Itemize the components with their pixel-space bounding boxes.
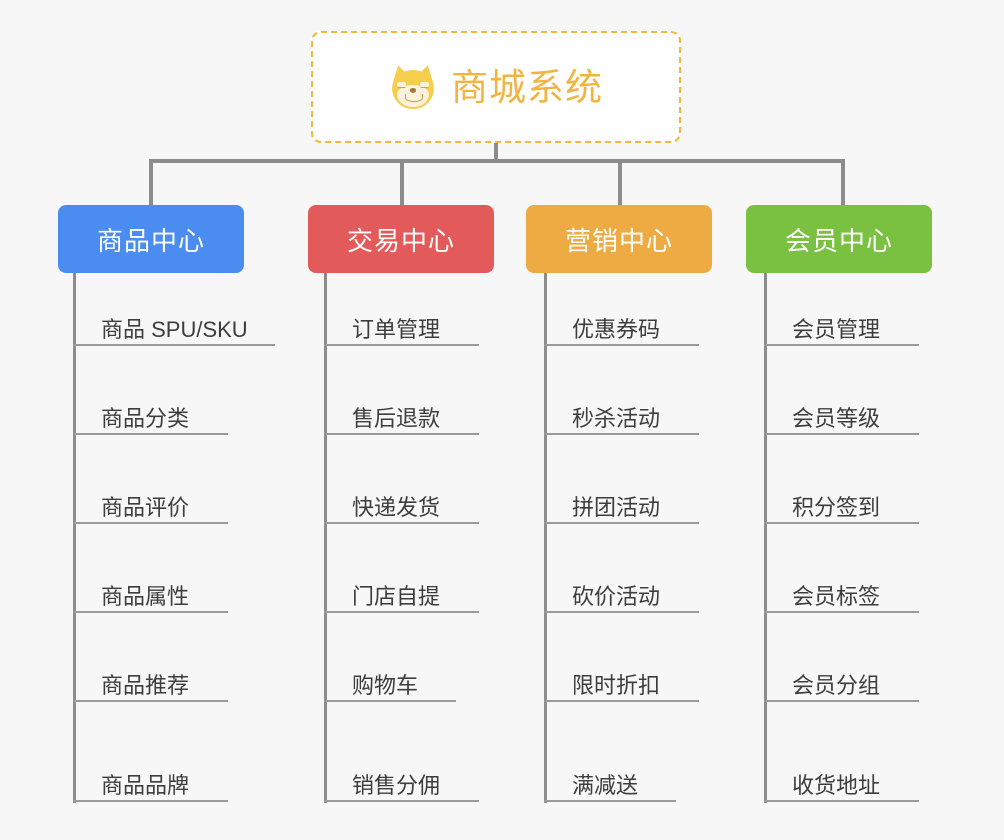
- leaf-label: 商品评价: [101, 494, 190, 520]
- leaf-item[interactable]: 商品 SPU/SKU: [73, 302, 275, 346]
- leaf-label: 购物车: [352, 672, 419, 698]
- leaf-item[interactable]: 满减送: [544, 758, 676, 802]
- leaf-label: 满减送: [572, 772, 639, 798]
- column-stem-4: [764, 273, 767, 803]
- leaf-label: 商品属性: [101, 583, 190, 609]
- leaf-item[interactable]: 拼团活动: [544, 480, 699, 524]
- leaf-label: 优惠券码: [572, 316, 661, 342]
- leaf-item[interactable]: 购物车: [324, 658, 456, 702]
- branch-drop-4: [841, 159, 845, 205]
- leaf-label: 砍价活动: [572, 583, 661, 609]
- leaf-item[interactable]: 限时折扣: [544, 658, 699, 702]
- leaf-item[interactable]: 商品品牌: [73, 758, 228, 802]
- category-label-2: 交易中心: [346, 225, 455, 256]
- leaf-item[interactable]: 商品推荐: [73, 658, 228, 702]
- leaf-item[interactable]: 订单管理: [324, 302, 479, 346]
- leaf-label: 快递发货: [352, 494, 441, 520]
- category-box-1[interactable]: 商品中心: [58, 205, 244, 273]
- leaf-item[interactable]: 商品评价: [73, 480, 228, 524]
- leaf-item[interactable]: 会员等级: [764, 391, 919, 435]
- leaf-item[interactable]: 会员管理: [764, 302, 919, 346]
- leaf-label: 收货地址: [792, 772, 881, 798]
- column-stem-3: [544, 273, 547, 803]
- branch-drop-3: [618, 159, 622, 205]
- leaf-item[interactable]: 售后退款: [324, 391, 479, 435]
- leaf-item[interactable]: 商品属性: [73, 569, 228, 613]
- leaf-label: 会员标签: [792, 583, 881, 609]
- category-box-3[interactable]: 营销中心: [526, 205, 712, 273]
- leaf-item[interactable]: 会员分组: [764, 658, 919, 702]
- root-title: 商城系统: [451, 66, 603, 108]
- root-connector-stem: [494, 143, 498, 162]
- leaf-label: 会员分组: [792, 672, 881, 698]
- branch-connector-bus: [149, 159, 845, 163]
- leaf-item[interactable]: 商品分类: [73, 391, 228, 435]
- leaf-item[interactable]: 快递发货: [324, 480, 479, 524]
- branch-drop-1: [149, 159, 153, 205]
- category-label-3: 营销中心: [564, 225, 673, 256]
- leaf-item[interactable]: 销售分佣: [324, 758, 479, 802]
- leaf-item[interactable]: 门店自提: [324, 569, 479, 613]
- category-label-1: 商品中心: [96, 225, 205, 256]
- root-node[interactable]: 商城系统: [311, 31, 681, 143]
- category-box-2[interactable]: 交易中心: [308, 205, 494, 273]
- shiba-mouth-icon: [405, 94, 423, 102]
- shiba-eye-right-icon: [420, 82, 429, 88]
- leaf-item[interactable]: 砍价活动: [544, 569, 699, 613]
- leaf-item[interactable]: 积分签到: [764, 480, 919, 524]
- shiba-eye-left-icon: [397, 82, 406, 88]
- leaf-label: 积分签到: [792, 494, 881, 520]
- shiba-nose-icon: [410, 88, 416, 93]
- leaf-item[interactable]: 会员标签: [764, 569, 919, 613]
- leaf-label: 商品 SPU/SKU: [101, 316, 248, 342]
- leaf-label: 限时折扣: [572, 672, 661, 698]
- leaf-label: 秒杀活动: [572, 405, 661, 431]
- leaf-label: 销售分佣: [352, 772, 441, 798]
- leaf-item[interactable]: 收货地址: [764, 758, 919, 802]
- leaf-label: 拼团活动: [572, 494, 661, 520]
- leaf-label: 门店自提: [352, 583, 441, 609]
- branch-drop-2: [400, 159, 404, 205]
- leaf-label: 会员等级: [792, 405, 881, 431]
- leaf-item[interactable]: 优惠券码: [544, 302, 699, 346]
- leaf-label: 会员管理: [792, 316, 881, 342]
- leaf-label: 订单管理: [352, 316, 441, 342]
- column-stem-1: [73, 273, 76, 803]
- leaf-label: 商品推荐: [101, 672, 190, 698]
- shiba-dog-face-icon: [389, 63, 437, 109]
- leaf-label: 售后退款: [352, 405, 441, 431]
- leaf-label: 商品分类: [101, 405, 190, 431]
- leaf-item[interactable]: 秒杀活动: [544, 391, 699, 435]
- column-stem-2: [324, 273, 327, 803]
- leaf-label: 商品品牌: [101, 772, 190, 798]
- category-label-4: 会员中心: [784, 225, 893, 256]
- category-box-4[interactable]: 会员中心: [746, 205, 932, 273]
